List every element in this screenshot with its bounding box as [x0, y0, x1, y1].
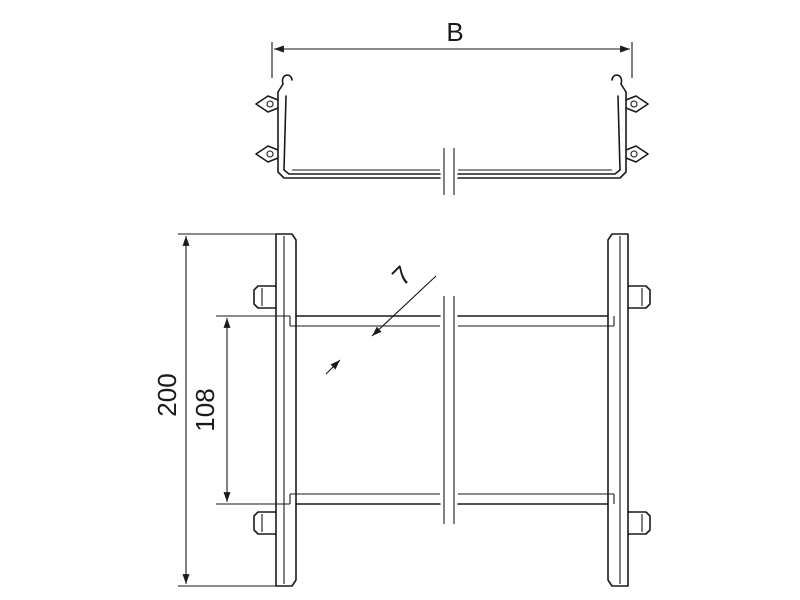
side-clips-left: [255, 95, 279, 163]
inner-height-label: 108: [190, 388, 220, 431]
clip-tabs: [253, 285, 651, 535]
total-height-label: 200: [152, 373, 182, 416]
break-line-bottom: [441, 296, 457, 526]
break-line-top: [443, 148, 455, 195]
perforation-slots-left: [302, 335, 382, 483]
side-clips-right: [625, 95, 649, 163]
slot-width-leader: [371, 275, 437, 337]
cross-section-view: B: [255, 17, 649, 195]
side-rail-right: [607, 233, 629, 587]
slot-width-arrow: [325, 359, 341, 375]
plan-view: 200 108: [152, 233, 651, 587]
tray-inner-right: [457, 95, 621, 175]
slot-width-label: 7: [386, 260, 417, 291]
side-rail-left: [275, 233, 297, 587]
tray-outer-right: [457, 74, 627, 179]
tray-outer-left: [277, 74, 441, 179]
tray-inner-left: [283, 95, 441, 175]
perforation-slots-right: [523, 329, 603, 481]
width-label: B: [446, 17, 463, 47]
base-plate: [289, 315, 615, 505]
